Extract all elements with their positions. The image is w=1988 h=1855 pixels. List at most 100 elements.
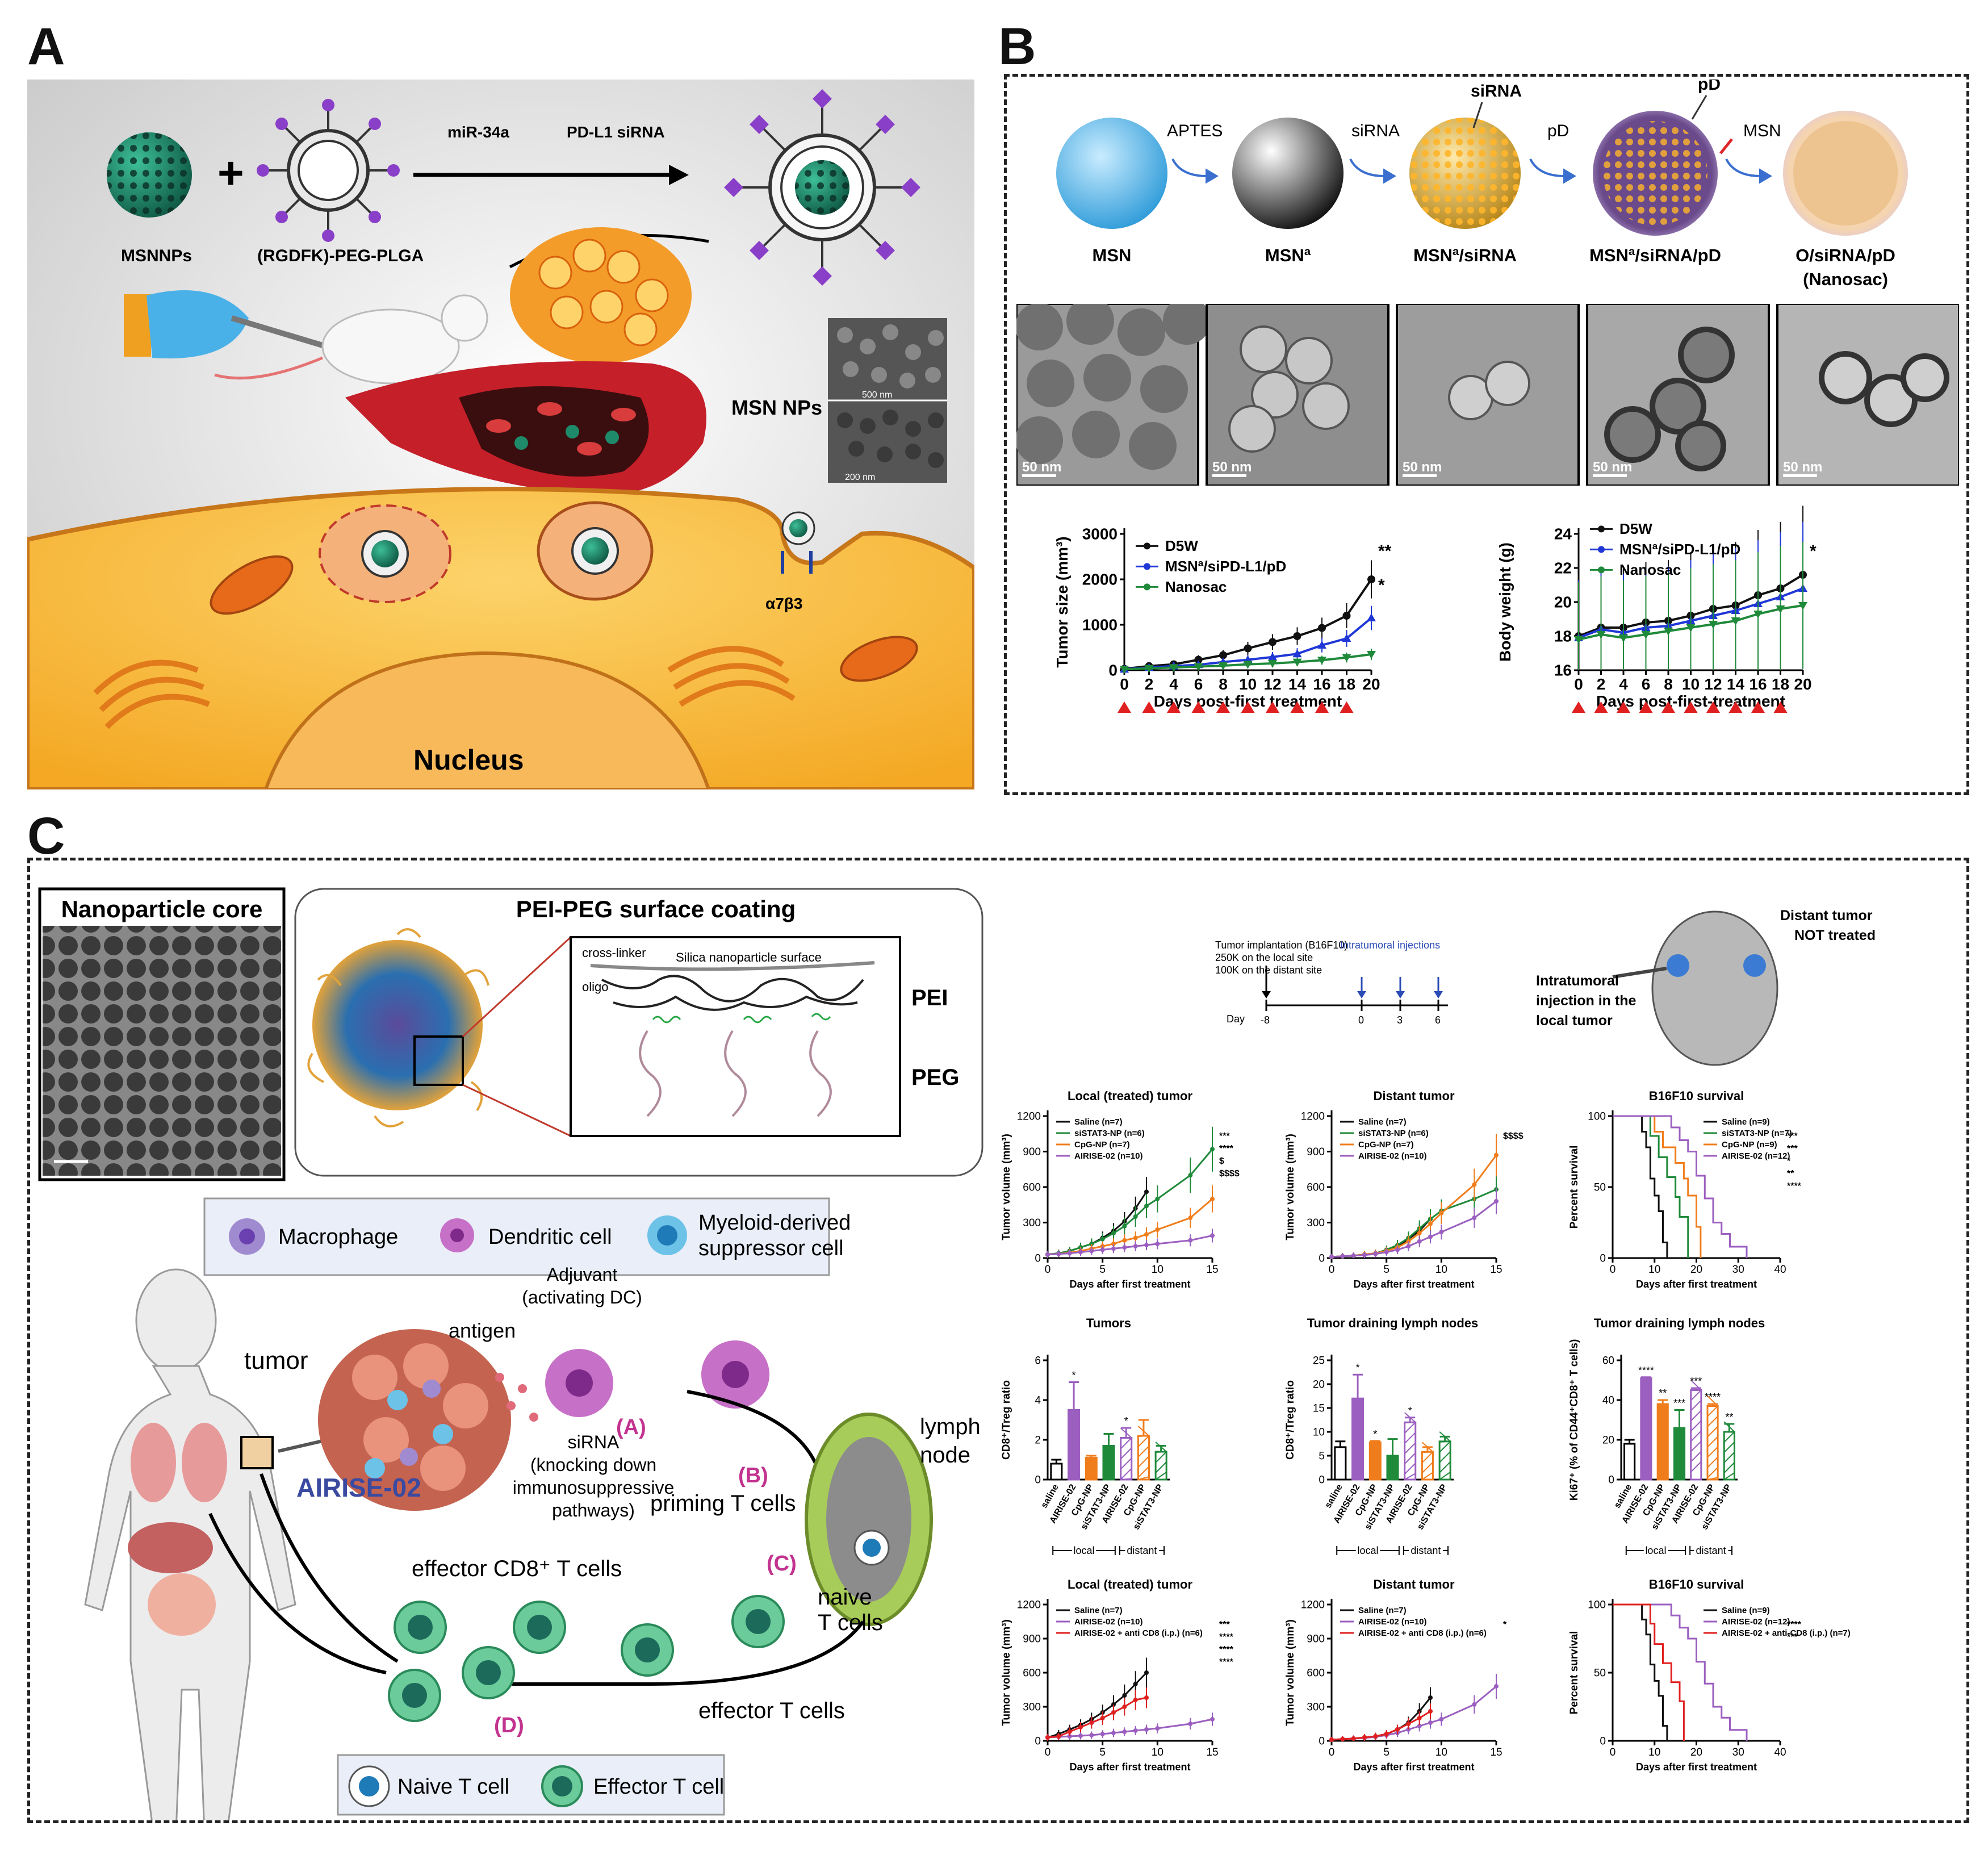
data-point (1111, 1710, 1116, 1715)
bar-hatch (1690, 1430, 1702, 1442)
data-point (1439, 1717, 1444, 1722)
step-d: (D) (494, 1714, 524, 1737)
label-lymph: lymph (920, 1414, 981, 1439)
bar (1068, 1409, 1081, 1481)
bar-hatch (1723, 1472, 1735, 1480)
legend-entry: AIRISE-02 + anti CD8 (i.p.) (n=6) (1074, 1628, 1203, 1638)
series-line (1331, 1154, 1497, 1258)
series-line (1331, 1697, 1432, 1741)
pei-network (601, 975, 864, 1011)
legend-mdsc-1: Myeloid-derived (698, 1211, 851, 1235)
bar-hatch (1723, 1442, 1735, 1453)
tem-image-msn: 50 nm (1016, 304, 1211, 486)
x-tick-label: 6 (1642, 675, 1651, 693)
label-pdl1-sirna: PD-L1 siRNA (567, 123, 665, 141)
bar-hatch (1707, 1426, 1718, 1438)
peg-strands (639, 1030, 832, 1117)
significance-mark: ** (1787, 1169, 1794, 1179)
data-point (1373, 1734, 1378, 1739)
y-tick-label: 18 (1554, 627, 1572, 645)
data-point (1133, 1235, 1138, 1240)
data-point (1067, 1251, 1072, 1256)
label-msn-nps: MSN NPs (731, 396, 822, 419)
significance-mark: * (1408, 1405, 1412, 1417)
data-point (1709, 621, 1718, 629)
bar-hatch (1404, 1452, 1416, 1464)
label-sirna-3: immunosuppressive (513, 1477, 675, 1498)
group-label: local (1358, 1545, 1379, 1556)
y-tick-label: 2 (1035, 1434, 1041, 1446)
x-tick-label: 5 (1383, 1264, 1389, 1276)
step-b: (B) (738, 1464, 768, 1488)
data-point (1574, 636, 1583, 644)
label-airise-02: AIRISE-02 (296, 1473, 421, 1502)
bar-hatch (1707, 1405, 1718, 1417)
bar (1050, 1463, 1063, 1481)
series-line (1613, 1115, 1748, 1258)
mouse-label-left-2: injection in the (1536, 993, 1636, 1009)
series-line (1331, 1188, 1497, 1258)
data-point (1428, 1720, 1433, 1725)
x-tick-label: 10 (1239, 675, 1257, 693)
y-axis-label: Tumor volume (mm³) (1001, 1134, 1012, 1240)
legend-macrophage: Macrophage (278, 1225, 398, 1249)
data-point (1120, 666, 1129, 674)
arrow-effector (466, 1620, 865, 1686)
x-tick-label: 5 (1099, 1747, 1106, 1758)
bar-hatch (1723, 1462, 1735, 1473)
bar-hatch (1404, 1463, 1416, 1474)
legend-marker (1598, 566, 1605, 574)
injection-site-box (240, 1436, 274, 1469)
bar-hatch (1404, 1432, 1416, 1444)
reagent-aptes: APTES (1167, 122, 1223, 140)
legend-entry: D5W (1619, 520, 1652, 537)
legend-marker (1144, 583, 1150, 591)
data-point (1045, 1252, 1050, 1257)
data-point (1317, 657, 1326, 665)
bar-hatch (1707, 1446, 1718, 1458)
tem-scale-2: 50 nm (1212, 459, 1252, 475)
data-point (1244, 644, 1252, 653)
zoom-lines (462, 936, 572, 1137)
timeline-injections: Intratumoral injections (1340, 939, 1440, 951)
data-point (1111, 1242, 1116, 1246)
data-point (1089, 1720, 1094, 1725)
bar (1723, 1431, 1735, 1481)
data-point (1155, 1726, 1160, 1731)
bar (1640, 1377, 1652, 1481)
bar-hatch (1707, 1415, 1718, 1427)
data-point (1078, 1733, 1083, 1738)
macrophage-icon (229, 1218, 265, 1255)
legend-entry: siSTAT3-NP (n=6) (1074, 1129, 1145, 1138)
significance-mark: *** (1690, 1376, 1702, 1387)
legend-mdsc-2: suppressor cell (698, 1236, 844, 1260)
y-tick-label: 0 (1035, 1735, 1041, 1747)
x-tick-label: 0 (1045, 1747, 1051, 1758)
data-point (1317, 641, 1326, 649)
timeline-arrows (1262, 966, 1443, 998)
x-tick-label: 2 (1597, 675, 1606, 693)
significance-mark: * (1124, 1415, 1128, 1427)
y-tick-label: 0 (1319, 1252, 1325, 1264)
y-tick-label: 900 (1307, 1146, 1325, 1158)
label-rgdfk-peg-plga: (RGDFK)-PEG-PLGA (257, 247, 424, 265)
x-tick-label: 14 (1727, 675, 1745, 693)
label-sirna-4: pathways) (552, 1500, 635, 1520)
panel-b-tem-row: 50 nm 50 nm 50 nm 50 nm 50 nm (1016, 304, 1959, 486)
x-tick-label: 15 (1206, 1264, 1218, 1276)
x-axis-label: Days after first treatment (1353, 1279, 1474, 1290)
data-point (1122, 1704, 1127, 1709)
data-point (1342, 612, 1351, 620)
data-point (1100, 1247, 1105, 1252)
significance-mark: **** (1219, 1144, 1234, 1154)
data-point (1472, 1215, 1477, 1221)
significance-mark: *** (1219, 1620, 1230, 1630)
group-label: distant (1696, 1545, 1726, 1556)
data-point (1342, 654, 1351, 662)
data-point (1731, 617, 1740, 625)
arrow-to-lymph-node (687, 1390, 819, 1469)
significance-mark: * (1503, 1620, 1507, 1630)
bar-hatch (1404, 1473, 1416, 1480)
